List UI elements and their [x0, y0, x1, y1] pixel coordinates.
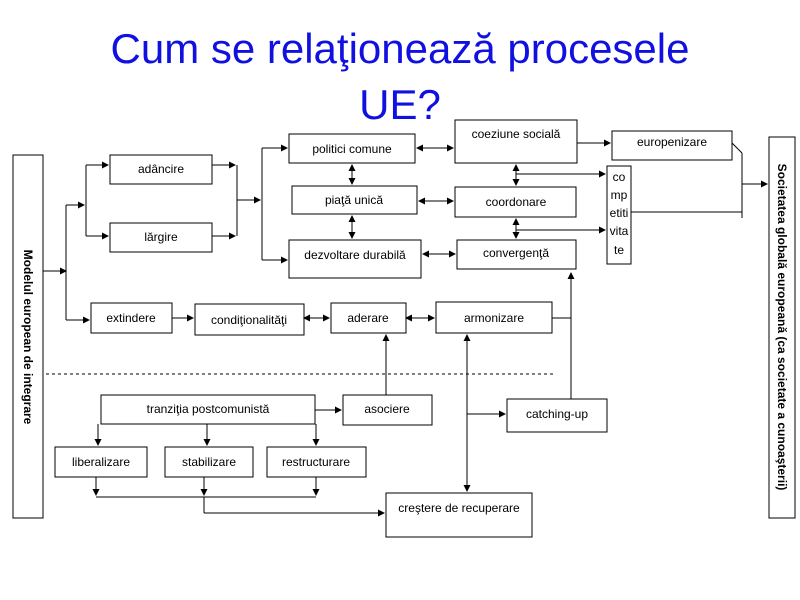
node-tranzitia: tranziţia postcomunistă — [147, 402, 270, 416]
page-title-line-1: Cum se relaţionează procesele — [110, 25, 690, 72]
node-extindere: extindere — [106, 311, 156, 325]
node-competitivitate-2: mp — [611, 188, 628, 202]
node-europenizare: europenizare — [637, 135, 707, 149]
node-competitivitate-4: vita — [610, 224, 629, 238]
node-coeziune-sociala-box — [454, 119, 578, 164]
node-conditionalitati: condiţionalităţi — [211, 313, 287, 327]
node-tranzitia-box — [100, 394, 316, 425]
node-armonizare: armonizare — [464, 311, 524, 325]
node-coordonare: coordonare — [486, 195, 547, 209]
node-liberalizare: liberalizare — [72, 455, 130, 469]
connector-europenizare-out — [731, 142, 743, 154]
node-catching-up-box — [506, 398, 608, 433]
node-adancire-box — [109, 154, 213, 185]
node-aderare: aderare — [347, 311, 389, 325]
node-restructurare: restructurare — [282, 455, 350, 469]
node-extindere-box — [90, 302, 173, 334]
node-europenizare-box — [611, 130, 733, 161]
node-politici-comune: politici comune — [312, 142, 392, 156]
node-competitivitate-5: te — [614, 243, 624, 257]
node-liberalizare-box — [54, 446, 148, 478]
node-convergenta: convergenţă — [483, 246, 549, 260]
node-crestere-box — [385, 492, 533, 538]
node-competitivitate-1: co — [613, 170, 626, 184]
node-asociere-box — [342, 394, 433, 426]
right-bar-label: Societatea globală europeană (ca societa… — [775, 164, 789, 491]
node-crestere: creştere de recuperare — [398, 501, 520, 515]
node-dezvoltare-durabila: dezvoltare durabilă — [304, 248, 406, 262]
node-coordonare-box — [454, 186, 577, 218]
node-piata-unica-box — [291, 185, 418, 215]
node-stabilizare-box — [164, 446, 254, 478]
node-competitivitate-3: etiti — [610, 206, 629, 220]
node-catching-up: catching-up — [526, 407, 588, 421]
node-stabilizare: stabilizare — [182, 455, 236, 469]
page-title-line-2: UE? — [359, 81, 441, 128]
node-piata-unica: piaţă unică — [325, 193, 383, 207]
node-largire-box — [109, 222, 213, 253]
node-convergenta-box — [456, 239, 577, 270]
left-bar-model-european — [12, 154, 44, 519]
node-asociere: asociere — [364, 402, 410, 416]
node-dezvoltare-durabila-box — [288, 239, 422, 279]
node-coeziune-sociala: coeziune socială — [472, 127, 561, 141]
connectors — [43, 139, 768, 517]
node-restructurare-box — [266, 446, 367, 478]
left-bar-label: Modelul european de integrare — [21, 250, 35, 425]
node-largire: lărgire — [144, 230, 178, 244]
node-adancire: adâncire — [138, 162, 184, 176]
node-politici-comune-box — [288, 133, 416, 164]
right-bar-societatea-globala — [768, 136, 796, 519]
node-conditionalitati-box — [194, 303, 305, 336]
node-competitivitate-box — [606, 165, 632, 265]
